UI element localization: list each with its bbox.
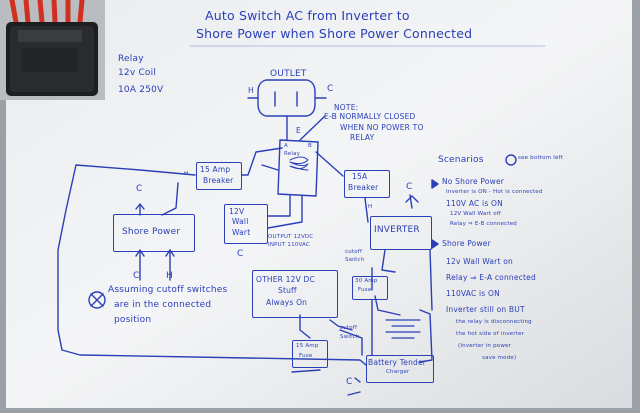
battery-tender-line1: Battery Tender [368, 358, 427, 367]
shore-power-label: Shore Power [122, 227, 181, 237]
battery-tender-common: C [346, 377, 353, 387]
other-dc-box [252, 270, 338, 318]
breaker-15a-line1: 15A [352, 172, 368, 181]
note-line3: WHEN NO POWER TO [340, 123, 424, 132]
scenario1-item: Relay ⇒ E-B connected [450, 221, 518, 227]
relay-terminal-e: E [296, 126, 301, 135]
assumption-line1: Assuming cutoff switches [108, 285, 228, 295]
inverter-label: INVERTER [374, 225, 420, 235]
breaker-15a-line2: Breaker [348, 183, 379, 192]
fuse-30amp-line2: Fuse [358, 287, 372, 293]
diagram-title-line2: Shore Power when Shore Power Connected [196, 26, 473, 41]
scenario2-item: 110VAC is ON [446, 289, 500, 298]
battery-tender-box [366, 355, 434, 383]
scenario2-item: save mode) [482, 355, 517, 361]
cutoff-switch-bottom-line1: cutoff [340, 325, 358, 331]
relay-spec-rating: 10A 250V [118, 85, 164, 95]
relay-photo [0, 0, 105, 100]
scenario2-item: the hot side of inverter [456, 331, 525, 337]
inverter-box [370, 216, 432, 250]
scenarios-header: Scenarios [438, 155, 484, 165]
shore-power-hot-bottom: H [166, 271, 173, 281]
fuse-30amp-box [352, 276, 388, 300]
outlet-hot: H [248, 86, 254, 95]
other-dc-line2: Stuff [278, 286, 297, 295]
scenario2-item: 12v Wall Wart on [446, 257, 513, 266]
fuse-15amp-line1: 15 Amp [296, 343, 319, 349]
battery-tender-line2: Charger [386, 369, 410, 375]
scenario2-item: (Inverter in power [458, 343, 512, 349]
shore-power-common-top: C [136, 184, 143, 194]
breaker-15amp-line1: 15 Amp [200, 165, 231, 174]
relay-label: Relay [284, 151, 301, 157]
breaker-15amp-box [196, 162, 242, 190]
cutoff-switch-top-line1: cutoff [345, 249, 363, 255]
scenario1-title: No Shore Power [442, 177, 505, 186]
relay-box [277, 139, 319, 197]
assumption-line3: position [114, 315, 152, 325]
wall-wart-box [224, 204, 268, 244]
note-line4: RELAY [350, 133, 375, 142]
scenario1-item: 110V AC is ON [446, 199, 503, 208]
relay-terminal-b: B [308, 143, 312, 149]
relay-spec-label: Relay [118, 54, 144, 64]
wall-wart-line2: Wall [232, 217, 249, 226]
relay-terminal-a: A [284, 143, 288, 149]
note-line1: NOTE: [334, 103, 359, 112]
wall-wart-spec-line1: OUTPUT 12VDC [268, 234, 314, 240]
inverter-common: C [406, 182, 413, 192]
scenario2-item: Inverter still on BUT [446, 305, 525, 314]
switch-circle [88, 291, 106, 309]
relay-spec-coil: 12v Coil [118, 68, 157, 78]
fuse-30amp-line1: 30 Amp [355, 278, 378, 284]
scenario2-item: Relay ⇒ E-A connected [446, 273, 536, 282]
diagram-title-line1: Auto Switch AC from Inverter to [205, 8, 410, 23]
cutoff-switch-bottom-line2: Switch [340, 334, 360, 340]
fuse-15amp-line2: Fuse [299, 353, 313, 359]
scenarios-side-note: see bottom left [518, 155, 563, 161]
breaker-15amp-line2: Breaker [203, 176, 234, 185]
other-dc-line1: OTHER 12V DC [256, 275, 315, 284]
outlet-common: C [327, 84, 334, 94]
outlet-label: OUTLET [270, 69, 307, 79]
breaker-15a-box [344, 170, 390, 198]
inverter-hot: H [368, 204, 373, 210]
assumption-line2: are in the connected [114, 300, 212, 310]
note-line2: E-B NORMALLY CLOSED [324, 112, 416, 121]
scenario2-item: the relay is disconnecting [456, 319, 532, 325]
outlet-shape [257, 79, 316, 117]
scenario1-item: Inverter is ON - Hot is connected [446, 189, 543, 195]
cutoff-switch-top-line2: Switch [345, 257, 365, 263]
wall-wart-common: C [237, 249, 244, 259]
wall-wart-line3: Wart [232, 228, 251, 237]
breaker-15amp-hot: H [184, 171, 189, 177]
scenario2-title: Shore Power [442, 239, 491, 248]
scenario1-item: 12V Wall Wart off [450, 211, 502, 217]
wall-wart-spec-line2: INPUT 110VAC [268, 242, 311, 248]
shore-power-common-bottom: C [133, 271, 140, 281]
wall-wart-line1: 12V [229, 207, 245, 216]
shore-power-box [113, 214, 195, 252]
other-dc-line3: Always On [266, 298, 308, 307]
fuse-15amp-box [292, 340, 328, 368]
